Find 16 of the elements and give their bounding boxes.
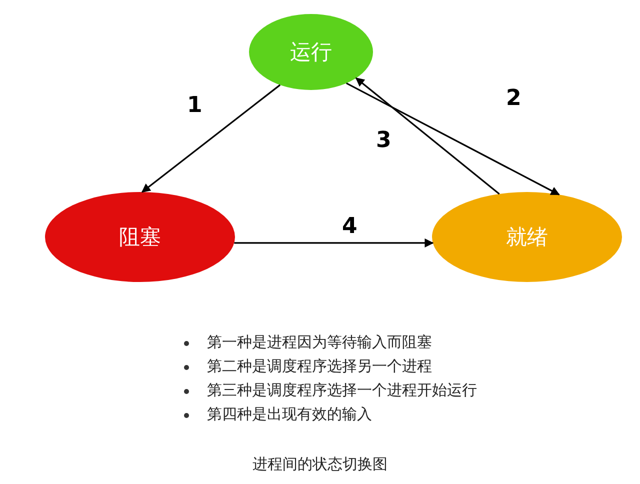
state-label: 就绪 (506, 224, 548, 251)
arrow (346, 82, 560, 196)
state-label: 阻塞 (119, 224, 161, 251)
list-item: 第四种是出现有效的输入 (207, 405, 372, 424)
arrow (355, 77, 500, 195)
state-label: 运行 (290, 39, 332, 66)
arrow (234, 238, 434, 248)
arrow (141, 84, 281, 193)
list-item: 第三种是调度程序选择一个进程开始运行 (207, 381, 477, 400)
edge-label: 4 (342, 214, 358, 239)
list-item: 第二种是调度程序选择另一个进程 (207, 357, 432, 376)
list-item: 第一种是进程因为等待输入而阻塞 (207, 333, 432, 352)
edge-label: 1 (187, 93, 202, 118)
caption: 进程间的状态切换图 (252, 455, 388, 473)
edge-label: 3 (376, 128, 392, 153)
edge-label: 2 (506, 86, 522, 111)
